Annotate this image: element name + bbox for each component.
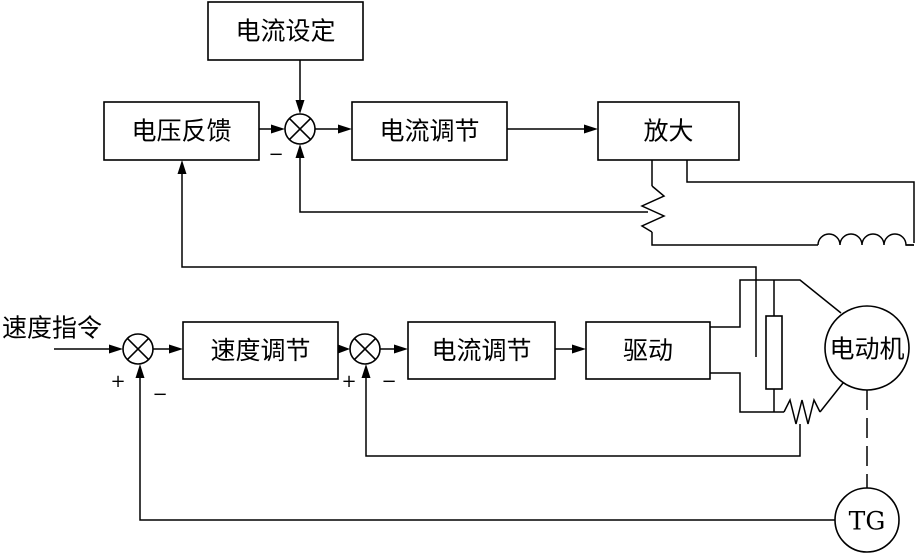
- speed-summing-junction: [122, 333, 154, 365]
- drive-box: [585, 321, 711, 380]
- speed-sum-plus-sign: +: [110, 371, 125, 392]
- lower-current-summing-junction: [349, 333, 381, 365]
- armature-resistor: [765, 315, 783, 390]
- lower-speed-loop: 速度指令 + − 速度调节 + − 电流调节 驱动: [2, 279, 910, 553]
- speed-command-label: 速度指令: [2, 314, 102, 343]
- voltage-feedback-line: [181, 174, 757, 280]
- field-winding-coil: [817, 233, 914, 246]
- voltage-feedback-label: 电压反馈: [131, 117, 231, 146]
- voltage-feedback-box: [103, 101, 260, 161]
- upper-current-regulator-box: [351, 101, 508, 161]
- amplifier-label: 放大: [643, 117, 693, 146]
- upper-summing-junction: [284, 113, 316, 145]
- amplifier-box: [597, 101, 740, 161]
- upper-current-regulator-label: 电流调节: [379, 117, 479, 146]
- lower-sum-plus-sign: +: [341, 371, 356, 392]
- upper-current-loop: 电流设定 电压反馈 − 电流调节 放大: [103, 1, 915, 280]
- current-setpoint-box: [207, 1, 364, 61]
- upper-feedback-minus-sign: −: [268, 144, 283, 165]
- lower-sum-minus-sign: −: [381, 371, 396, 392]
- speed-sum-minus-sign: −: [152, 384, 167, 405]
- motor-label: 电动机: [829, 335, 904, 364]
- upper-current-feedback-line: [299, 156, 648, 213]
- drive-label: 驱动: [623, 336, 673, 365]
- lower-current-regulator-label: 电流调节: [431, 336, 531, 365]
- speed-feedback-line: [139, 378, 835, 521]
- lower-current-sensor: [783, 397, 821, 425]
- tachogenerator-label: TG: [849, 507, 886, 536]
- lower-current-regulator-box: [407, 321, 556, 380]
- drive-output-bottom-wire: [710, 372, 784, 413]
- amplifier-output-wire: [686, 160, 915, 243]
- speed-regulator-label: 速度调节: [210, 336, 310, 365]
- upper-current-sensor: [640, 185, 666, 233]
- drive-output-top-wire: [710, 279, 842, 328]
- lower-current-feedback-line: [365, 378, 801, 457]
- current-setpoint-label: 电流设定: [235, 17, 335, 46]
